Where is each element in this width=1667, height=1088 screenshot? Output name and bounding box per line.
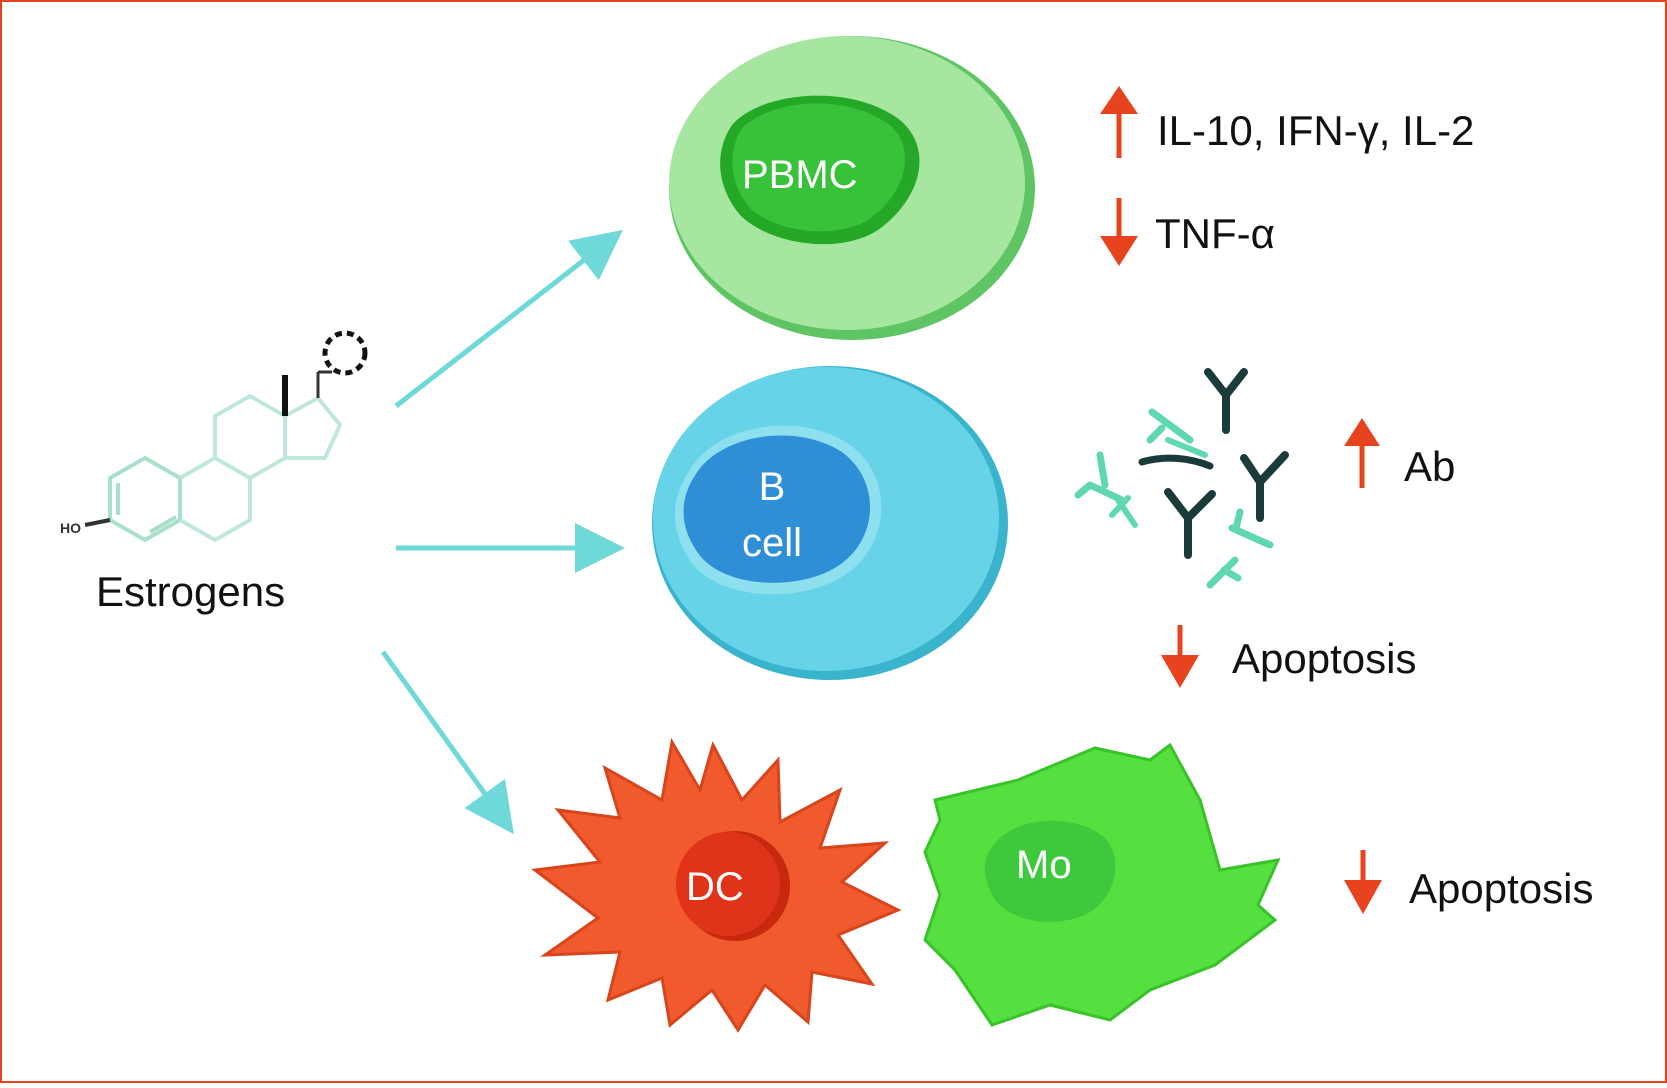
bcell-down-arrow-icon — [1161, 625, 1199, 688]
antibodies-icon — [1074, 368, 1289, 589]
bcell-cell: B cell — [652, 366, 1008, 680]
estrogens-label: Estrogens — [96, 568, 285, 615]
dcmo-down-arrow-icon — [1344, 850, 1382, 914]
pbmc-up-label: IL-10, IFN-γ, IL-2 — [1157, 107, 1474, 154]
mo-cell: Mo — [923, 742, 1281, 1027]
up-arrow-icon — [1100, 86, 1138, 158]
bcell-down-label: Apoptosis — [1232, 635, 1416, 682]
arrow-to-pbmc — [394, 229, 623, 408]
mo-label: Mo — [1016, 843, 1072, 887]
arrow-to-dc — [380, 650, 514, 835]
pbmc-label: PBMC — [742, 153, 858, 197]
estrogen-molecule-icon — [84, 370, 342, 542]
dcmo-down-label: Apoptosis — [1409, 865, 1593, 912]
bcell-up-label: Ab — [1404, 443, 1455, 490]
down-arrow-icon — [1100, 198, 1138, 266]
dc-cell: DC — [531, 737, 902, 1033]
hydroxyl-group-icon — [322, 330, 368, 376]
bcell-label-line1: B — [759, 465, 786, 509]
ab-up-arrow-icon — [1344, 418, 1380, 488]
molecule-ho-label: HO — [60, 520, 81, 536]
pbmc-cell: PBMC — [669, 36, 1035, 340]
dc-label: DC — [686, 865, 744, 909]
bcell-label-line2: cell — [742, 521, 802, 565]
pbmc-down-label: TNF-α — [1155, 210, 1275, 257]
